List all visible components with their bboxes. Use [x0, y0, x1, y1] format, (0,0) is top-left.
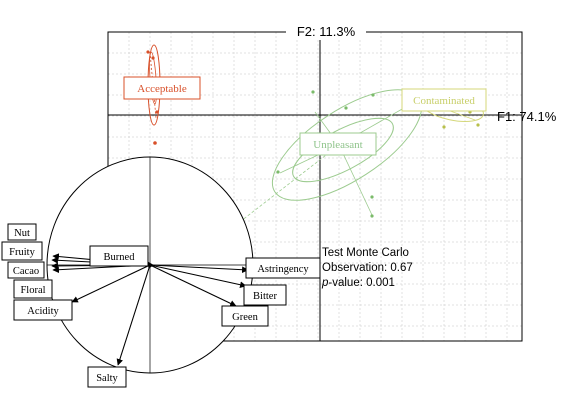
unpleasant-point [370, 214, 374, 218]
group-label-box [299, 132, 377, 156]
arrow-acidity [71, 264, 151, 303]
acceptable-point [151, 56, 155, 60]
group-label-box [401, 88, 487, 112]
test-pvalue: p-value: 0.001 [321, 277, 395, 289]
group-label-acceptable: Acceptable [123, 76, 201, 100]
variable-label-box [221, 305, 269, 327]
unpleasant-ellipse-inner [292, 117, 394, 183]
arrow-astringency [149, 264, 249, 273]
unpleasant-point [371, 93, 375, 97]
arrow-green [149, 264, 237, 307]
variable-label-text: Astringency [257, 264, 309, 275]
group-label-text: Unpleasant [313, 139, 362, 151]
unpleasant-point [344, 106, 348, 110]
variable-label-fruity: Fruity [1, 241, 43, 261]
variable-label-green: Green [221, 305, 269, 327]
variable-labels: Nut Fruity Cacao Floral Acidity Burned A… [1, 223, 321, 388]
variable-label-text: Bitter [253, 291, 277, 302]
pvalue-value: -value: 0.001 [328, 277, 395, 289]
variable-label-box [1, 241, 43, 261]
unpleasant-point [276, 170, 280, 174]
pvalue-symbol: p [321, 277, 329, 289]
group-label-box [123, 76, 201, 100]
variable-label-box [7, 261, 45, 279]
variable-label-text: Nut [14, 228, 30, 239]
group-label-text: Contaminated [413, 95, 475, 107]
group-label-text: Acceptable [137, 83, 187, 95]
variable-label-box [87, 366, 127, 388]
unpleasant-point [370, 195, 374, 199]
variable-label-bitter: Bitter [243, 284, 287, 306]
variable-label-floral: Floral [13, 279, 53, 299]
f2-axis-label: F2: 11.3% [297, 24, 356, 39]
variable-label-box [13, 279, 53, 299]
variable-label-text: Floral [20, 285, 45, 296]
variable-label-text: Salty [96, 373, 118, 384]
unpleasant-spoke [338, 144, 373, 216]
variable-label-text: Fruity [9, 247, 35, 258]
group-label-unpleasant: Unpleasant [299, 132, 377, 156]
arrow-salty [116, 264, 151, 366]
contaminated-point [442, 125, 446, 129]
variable-label-box [245, 257, 321, 279]
unpleasant-point [311, 90, 315, 94]
variable-label-text: Cacao [13, 266, 39, 277]
variable-label-astringency: Astringency [245, 257, 321, 279]
f2-label-bg [286, 22, 366, 40]
test-title: Test Monte Carlo [322, 247, 409, 259]
variable-label-text: Green [232, 312, 258, 323]
variable-label-box [7, 223, 37, 241]
monte-carlo-annotation: Test Monte Carlo Observation: 0.67 p-val… [321, 247, 413, 289]
group-label-contaminated: Contaminated [401, 88, 487, 112]
variable-label-cacao: Cacao [7, 261, 45, 279]
variable-label-text: Acidity [27, 306, 59, 317]
arrow-bitter [149, 264, 247, 288]
test-observation: Observation: 0.67 [322, 262, 413, 274]
variable-label-box [243, 284, 287, 306]
contaminated-point [476, 123, 480, 127]
f1-axis-label: F1: 74.1% [497, 109, 557, 124]
variable-label-text: Burned [104, 252, 136, 263]
variable-label-salty: Salty [87, 366, 127, 388]
unpleasant-spoke [231, 144, 340, 229]
variable-label-box [89, 245, 149, 267]
variable-label-burned: Burned [89, 245, 149, 267]
acceptable-point [146, 50, 150, 54]
variable-label-nut: Nut [7, 223, 37, 241]
acceptable-point [153, 141, 157, 145]
variable-label-box [13, 299, 73, 321]
acceptable-point [155, 110, 159, 114]
variable-label-acidity: Acidity [13, 299, 73, 321]
